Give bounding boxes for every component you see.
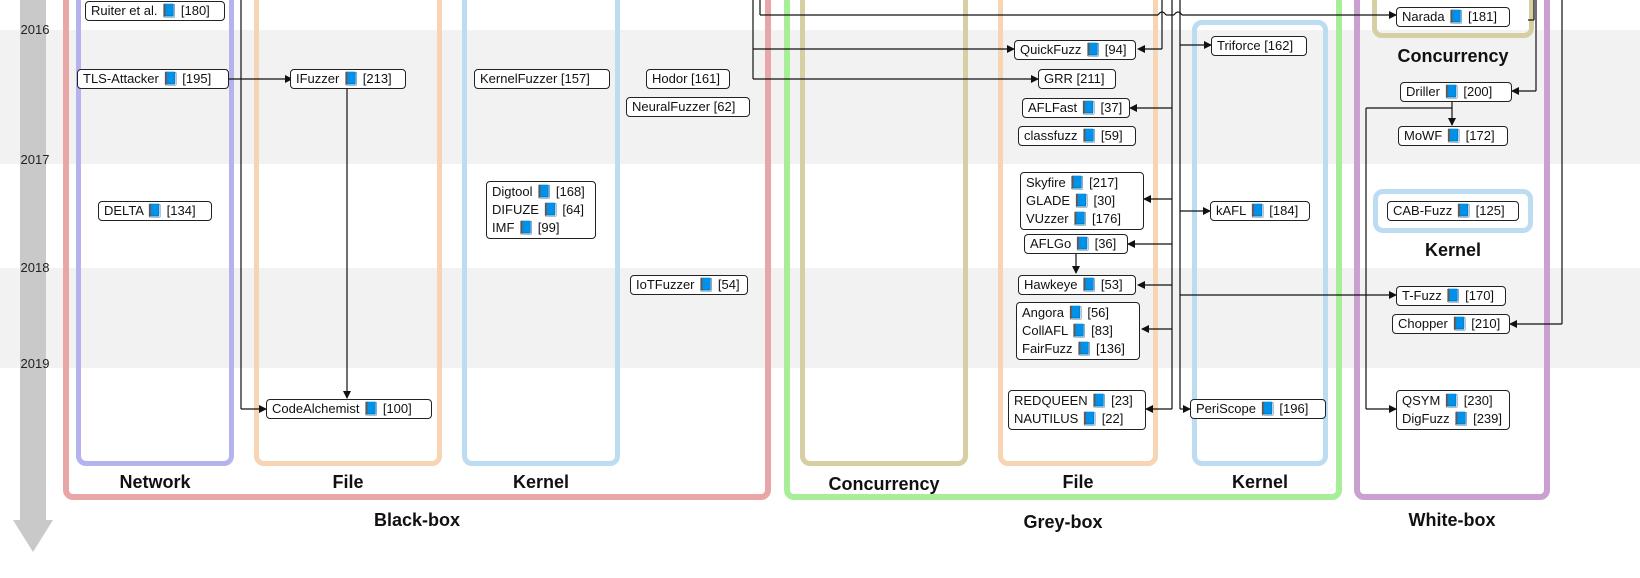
white-box-frame [1354,0,1550,500]
angora-collafl-fairfuzz-box: Angora 📘 [56] CollAFL 📘 [83] FairFuzz 📘 … [1016,302,1140,360]
chopper-box: Chopper 📘 [210] [1392,314,1510,334]
year-label-2016: 2016 [20,22,50,37]
t-fuzz-box: T-Fuzz 📘 [170] [1396,286,1506,306]
digtool-difuze-imf-box: Digtool 📘 [168] DIFUZE 📘 [64] IMF 📘 [99] [486,181,596,239]
concurrency-grey-frame [800,0,968,466]
narada-box: Narada 📘 [181] [1396,7,1510,27]
aflfast-box: AFLFast 📘 [37] [1022,98,1130,118]
grr-box: GRR [211] [1038,69,1116,89]
driller-box: Driller 📘 [200] [1400,82,1512,102]
file-grey-label: File [1062,472,1094,492]
redqueen-nautilus-box: REDQUEEN 📘 [23] NAUTILUS 📘 [22] [1008,390,1146,430]
tls-attacker-box: TLS-Attacker 📘 [195] [77,69,229,89]
year-label-2019: 2019 [20,356,50,371]
year-band-2016 [0,30,1640,164]
ruiter-box: Ruiter et al. 📘 [180] [85,1,225,21]
network-label: Network [119,472,191,492]
neuralfuzzer-box: NeuralFuzzer [62] [626,97,750,117]
year-label-2018: 2018 [20,260,50,275]
mowf-box: MoWF 📘 [172] [1398,126,1508,146]
kernel-grey-label: Kernel [1231,472,1289,492]
file-black-label: File [332,472,364,492]
skyfire-glade-vuzzer-box: Skyfire 📘 [217] GLADE 📘 [30] VUzzer 📘 [1… [1020,172,1144,230]
kernel-white-label: Kernel [1424,240,1482,260]
timeline-arrow [20,0,46,520]
white-box-label: White-box [1408,510,1496,530]
delta-box: DELTA 📘 [134] [98,201,212,221]
concurrency-grey-label: Concurrency [828,474,940,494]
triforce-box: Triforce [162] [1211,36,1307,56]
year-band-2018 [0,268,1640,368]
cab-fuzz-box: CAB-Fuzz 📘 [125] [1387,201,1519,221]
kernel-black-frame [462,0,620,466]
concurrency-white-label: Concurrency [1397,46,1509,66]
qsym-digfuzz-box: QSYM 📘 [230] DigFuzz 📘 [239] [1396,390,1510,430]
hodor-box: Hodor [161] [646,69,730,89]
file-black-frame [254,0,442,466]
codealchemist-box: CodeAlchemist 📘 [100] [266,399,432,419]
black-box-frame [63,0,771,500]
kernel-white-frame [1373,189,1533,233]
black-box-label: Black-box [373,510,461,530]
network-frame [76,0,234,466]
kernel-black-label: Kernel [512,472,570,492]
concurrency-white-frame [1372,0,1534,38]
ifuzzer-box: IFuzzer 📘 [213] [290,69,406,89]
iotfuzzer-box: IoTFuzzer 📘 [54] [630,275,748,295]
hawkeye-box: Hawkeye 📘 [53] [1018,275,1136,295]
aflgo-box: AFLGo 📘 [36] [1024,234,1128,254]
grey-box-frame [784,0,1342,500]
grey-box-label: Grey-box [1023,512,1103,532]
classfuzz-box: classfuzz 📘 [59] [1018,126,1136,146]
kernelfuzzer-box: KernelFuzzer [157] [474,69,610,89]
timeline-arrow-head [13,520,53,552]
file-grey-frame [998,0,1158,466]
year-label-2017: 2017 [20,152,50,167]
kernel-grey-frame [1192,20,1328,466]
kafl-box: kAFL 📘 [184] [1210,201,1310,221]
quickfuzz-box: QuickFuzz 📘 [94] [1014,40,1136,60]
periscope-box: PeriScope 📘 [196] [1190,399,1326,419]
